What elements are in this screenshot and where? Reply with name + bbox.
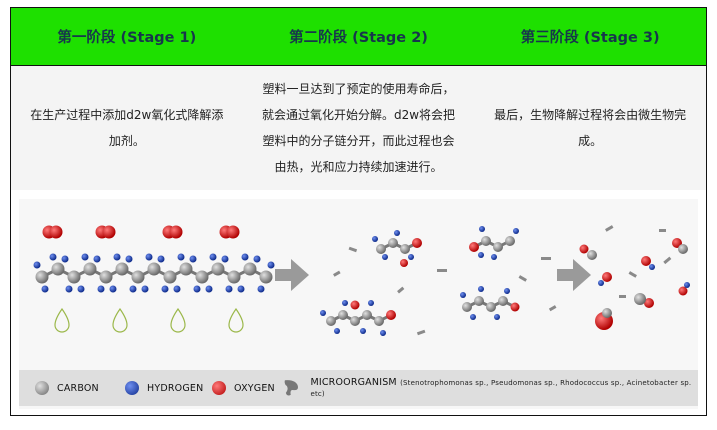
- hydrogen-icon: [125, 381, 139, 395]
- legend: CARBON HYDROGEN OXYGEN MICROORGANISM (St…: [19, 370, 698, 406]
- stage-description-row: 在生产过程中添加d2w氧化式降解添 加剂。 塑料一旦达到了预定的使用寿命后， 就…: [11, 66, 706, 190]
- stage-header-row: 第一阶段 (Stage 1) 第二阶段 (Stage 2) 第三阶段 (Stag…: [11, 8, 706, 66]
- molecule-illustration: [33, 225, 690, 336]
- legend-microorganism-detail: (Stenotrophomonas sp., Pseudomonas sp., …: [310, 379, 692, 398]
- degradation-products: [579, 225, 690, 330]
- legend-oxygen: OXYGEN: [212, 370, 275, 406]
- legend-microorganism-label: MICROORGANISM: [310, 377, 397, 388]
- carbon-icon: [35, 381, 49, 395]
- stage-1-description: 在生产过程中添加d2w氧化式降解添 加剂。: [11, 66, 243, 190]
- stage-2-line: 塑料中的分子链分开，而此过程也会: [262, 134, 455, 148]
- stage-3-line: 成。: [578, 134, 603, 148]
- legend-carbon-label: CARBON: [57, 382, 99, 394]
- molecule-fragments: [320, 226, 557, 336]
- stage-2-description: 塑料一旦达到了预定的使用寿命后， 就会通过氧化开始分解。d2w将会把 塑料中的分…: [243, 66, 475, 190]
- stage-3-title: 第三阶段 (Stage 3): [520, 30, 660, 46]
- microorganism-icon: [284, 380, 298, 396]
- legend-carbon: CARBON: [35, 370, 99, 406]
- legend-hydrogen: HYDROGEN: [125, 370, 203, 406]
- stage-1-line: 在生产过程中添加d2w氧化式降解添: [30, 108, 224, 122]
- stage-3-description: 最后，生物降解过程将会由微生物完 成。: [474, 66, 706, 190]
- oxygen-molecules: [42, 225, 240, 239]
- legend-oxygen-label: OXYGEN: [234, 382, 275, 394]
- stage-2-line: 就会通过氧化开始分解。d2w将会把: [261, 108, 456, 122]
- stage-2-line: 塑料一旦达到了预定的使用寿命后，: [262, 82, 455, 96]
- oxygen-icon: [212, 381, 226, 395]
- polymer-chain: [33, 253, 275, 293]
- stage-3-line: 最后，生物降解过程将会由微生物完: [494, 108, 687, 122]
- stages-table: 第一阶段 (Stage 1) 第二阶段 (Stage 2) 第三阶段 (Stag…: [10, 7, 707, 416]
- legend-hydrogen-label: HYDROGEN: [147, 382, 204, 394]
- d2w-additive-drops: [54, 307, 244, 333]
- stage-2-title: 第二阶段 (Stage 2): [289, 30, 428, 46]
- legend-microorganism: MICROORGANISM (Stenotrophomonas sp., Pse…: [281, 370, 698, 406]
- stage-1-title: 第一阶段 (Stage 1): [57, 30, 197, 46]
- stage-2-line: 由热，光和应力持续加速进行。: [274, 160, 443, 174]
- stage-1-line: 加剂。: [108, 134, 145, 148]
- arrow-icon: [275, 259, 591, 291]
